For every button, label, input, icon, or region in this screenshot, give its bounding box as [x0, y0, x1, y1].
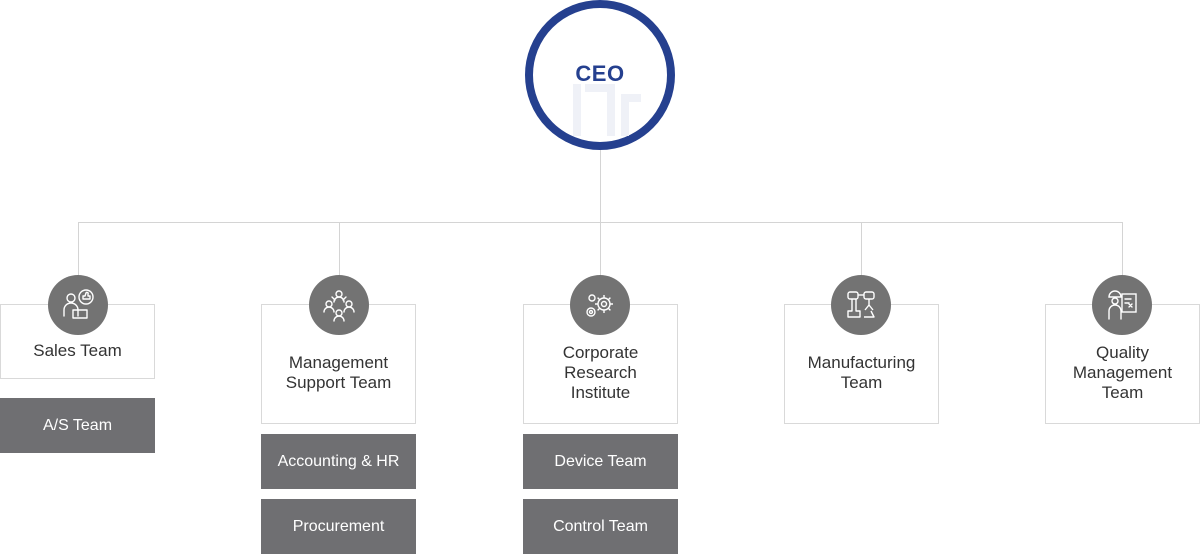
sub-team-label-as: A/S Team — [42, 416, 113, 434]
ceo-node: CEO — [525, 0, 675, 150]
team-box-corporate-research: Corporate Research Institute — [523, 304, 678, 424]
worker-board-icon — [1092, 275, 1152, 335]
people-group-icon — [309, 275, 369, 335]
sub-team-label-accounting-hr: Accounting & HR — [277, 452, 400, 470]
team-label-sales: Sales Team — [33, 340, 122, 360]
gears-icon — [570, 275, 630, 335]
branch-connector-management — [339, 222, 340, 277]
sub-team-procurement: Procurement — [261, 499, 416, 554]
branch-connector-research — [600, 222, 601, 277]
sub-team-control: Control Team — [523, 499, 678, 554]
branch-connector-manufacturing — [861, 222, 862, 277]
company-logo-watermark — [573, 84, 641, 136]
team-label-corporate-research: Corporate Research Institute — [562, 343, 639, 402]
sub-team-label-control: Control Team — [553, 517, 648, 535]
team-label-management-support: Management Support Team — [285, 353, 392, 392]
presenter-thumbs-up-icon — [48, 275, 108, 335]
sub-team-device: Device Team — [523, 434, 678, 489]
ceo-label: CEO — [575, 61, 625, 86]
robot-arm-icon — [831, 275, 891, 335]
team-label-manufacturing: Manufacturing Team — [807, 353, 916, 392]
ceo-vertical-connector — [600, 150, 601, 222]
branch-connector-sales — [78, 222, 79, 277]
sub-team-as: A/S Team — [0, 398, 155, 453]
branch-connector-quality — [1122, 222, 1123, 277]
sub-team-label-procurement: Procurement — [292, 517, 385, 535]
sub-team-label-device: Device Team — [554, 452, 647, 470]
sub-team-accounting-hr: Accounting & HR — [261, 434, 416, 489]
team-label-quality-management: Quality Management Team — [1072, 343, 1173, 402]
